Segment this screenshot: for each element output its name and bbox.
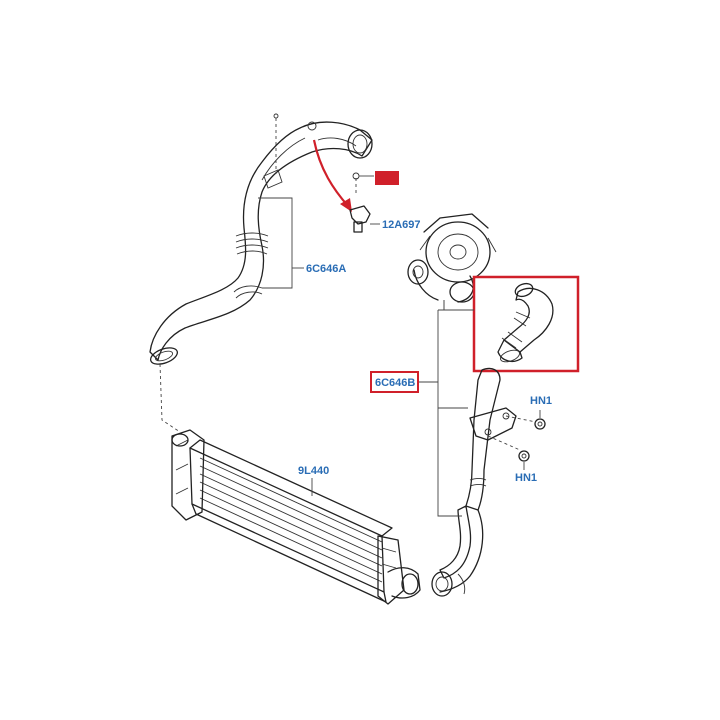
- lower-hose-label-box: [370, 371, 419, 393]
- highlight-box: [472, 275, 580, 373]
- label-9l440: 9L440: [298, 465, 329, 477]
- label-6c646b: 6C646B: [375, 377, 415, 389]
- highlighted-hose-section: [497, 282, 554, 363]
- nut-upper: [534, 410, 546, 430]
- red-arrow: [312, 139, 349, 207]
- intercooler: [171, 429, 421, 605]
- small-bolt: [352, 172, 374, 180]
- label-hn1-lower: HN1: [515, 472, 537, 484]
- label-12a697: 12A697: [382, 219, 421, 231]
- nut-lower: [518, 450, 530, 470]
- turbocharger: [407, 213, 497, 310]
- highlight-label-box: [375, 171, 399, 185]
- lower-intake-hose: [431, 367, 501, 597]
- upper-intake-hose: [149, 121, 373, 365]
- label-hn1-upper: HN1: [530, 395, 552, 407]
- label-6c646a: 6C646A: [306, 263, 346, 275]
- red-arrow-head: [340, 198, 352, 212]
- hose-bracket: [469, 407, 537, 451]
- pressure-sensor: [349, 205, 380, 233]
